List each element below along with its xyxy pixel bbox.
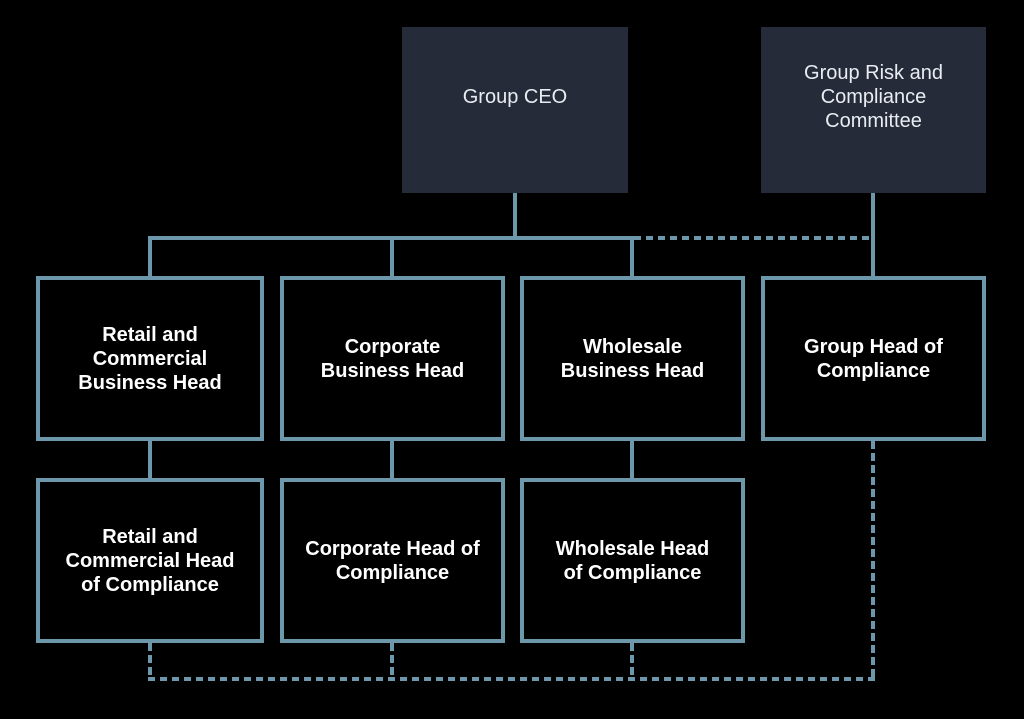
node-corporate-head-of-compliance-label: Corporate Head of Compliance [305,537,480,584]
connector-retail-to-compliance [148,441,152,478]
connector-drop-corporate [390,240,394,276]
node-wholesale-head-of-compliance: Wholesale Head of Compliance [520,478,745,643]
connector-dashed-retail-compliance [148,643,152,681]
node-retail-commercial-head-of-compliance-label: Retail and Commercial Head of Compliance [65,525,235,596]
node-corporate-business-head-label: Corporate Business Head [320,335,465,382]
connector-drop-retail [148,240,152,276]
connector-dashed-corporate-compliance [390,643,394,681]
node-retail-commercial-head-of-compliance: Retail and Commercial Head of Compliance [36,478,264,643]
node-group-risk-compliance-committee: Group Risk and Compliance Committee [761,27,986,193]
connector-dashed-wholesale-compliance [630,643,634,681]
node-group-ceo-label: Group CEO [462,86,568,108]
node-group-head-of-compliance-label: Group Head of Compliance [804,335,943,382]
node-wholesale-head-of-compliance-label: Wholesale Head of Compliance [555,537,710,584]
node-corporate-business-head: Corporate Business Head [280,276,505,441]
connector-ceo-stem [513,193,517,240]
node-retail-commercial-business-head-label: Retail and Commercial Business Head [78,323,222,394]
connector-wholesale-to-compliance [630,441,634,478]
connector-dashed-bottom-bus [148,677,875,681]
node-group-head-of-compliance: Group Head of Compliance [761,276,986,441]
connector-top-bus-solid [148,236,634,240]
node-retail-commercial-business-head: Retail and Commercial Business Head [36,276,264,441]
connector-committee-stem [871,193,875,276]
node-wholesale-business-head-label: Wholesale Business Head [560,335,705,382]
connector-drop-wholesale [630,240,634,276]
connector-dashed-group-compliance-stem [871,441,875,681]
node-wholesale-business-head: Wholesale Business Head [520,276,745,441]
node-corporate-head-of-compliance: Corporate Head of Compliance [280,478,505,643]
connector-corporate-to-compliance [390,441,394,478]
node-group-ceo: Group CEO [402,27,628,193]
node-group-risk-compliance-committee-label: Group Risk and Compliance Committee [804,62,943,132]
connector-top-bus-dashed [634,236,871,240]
